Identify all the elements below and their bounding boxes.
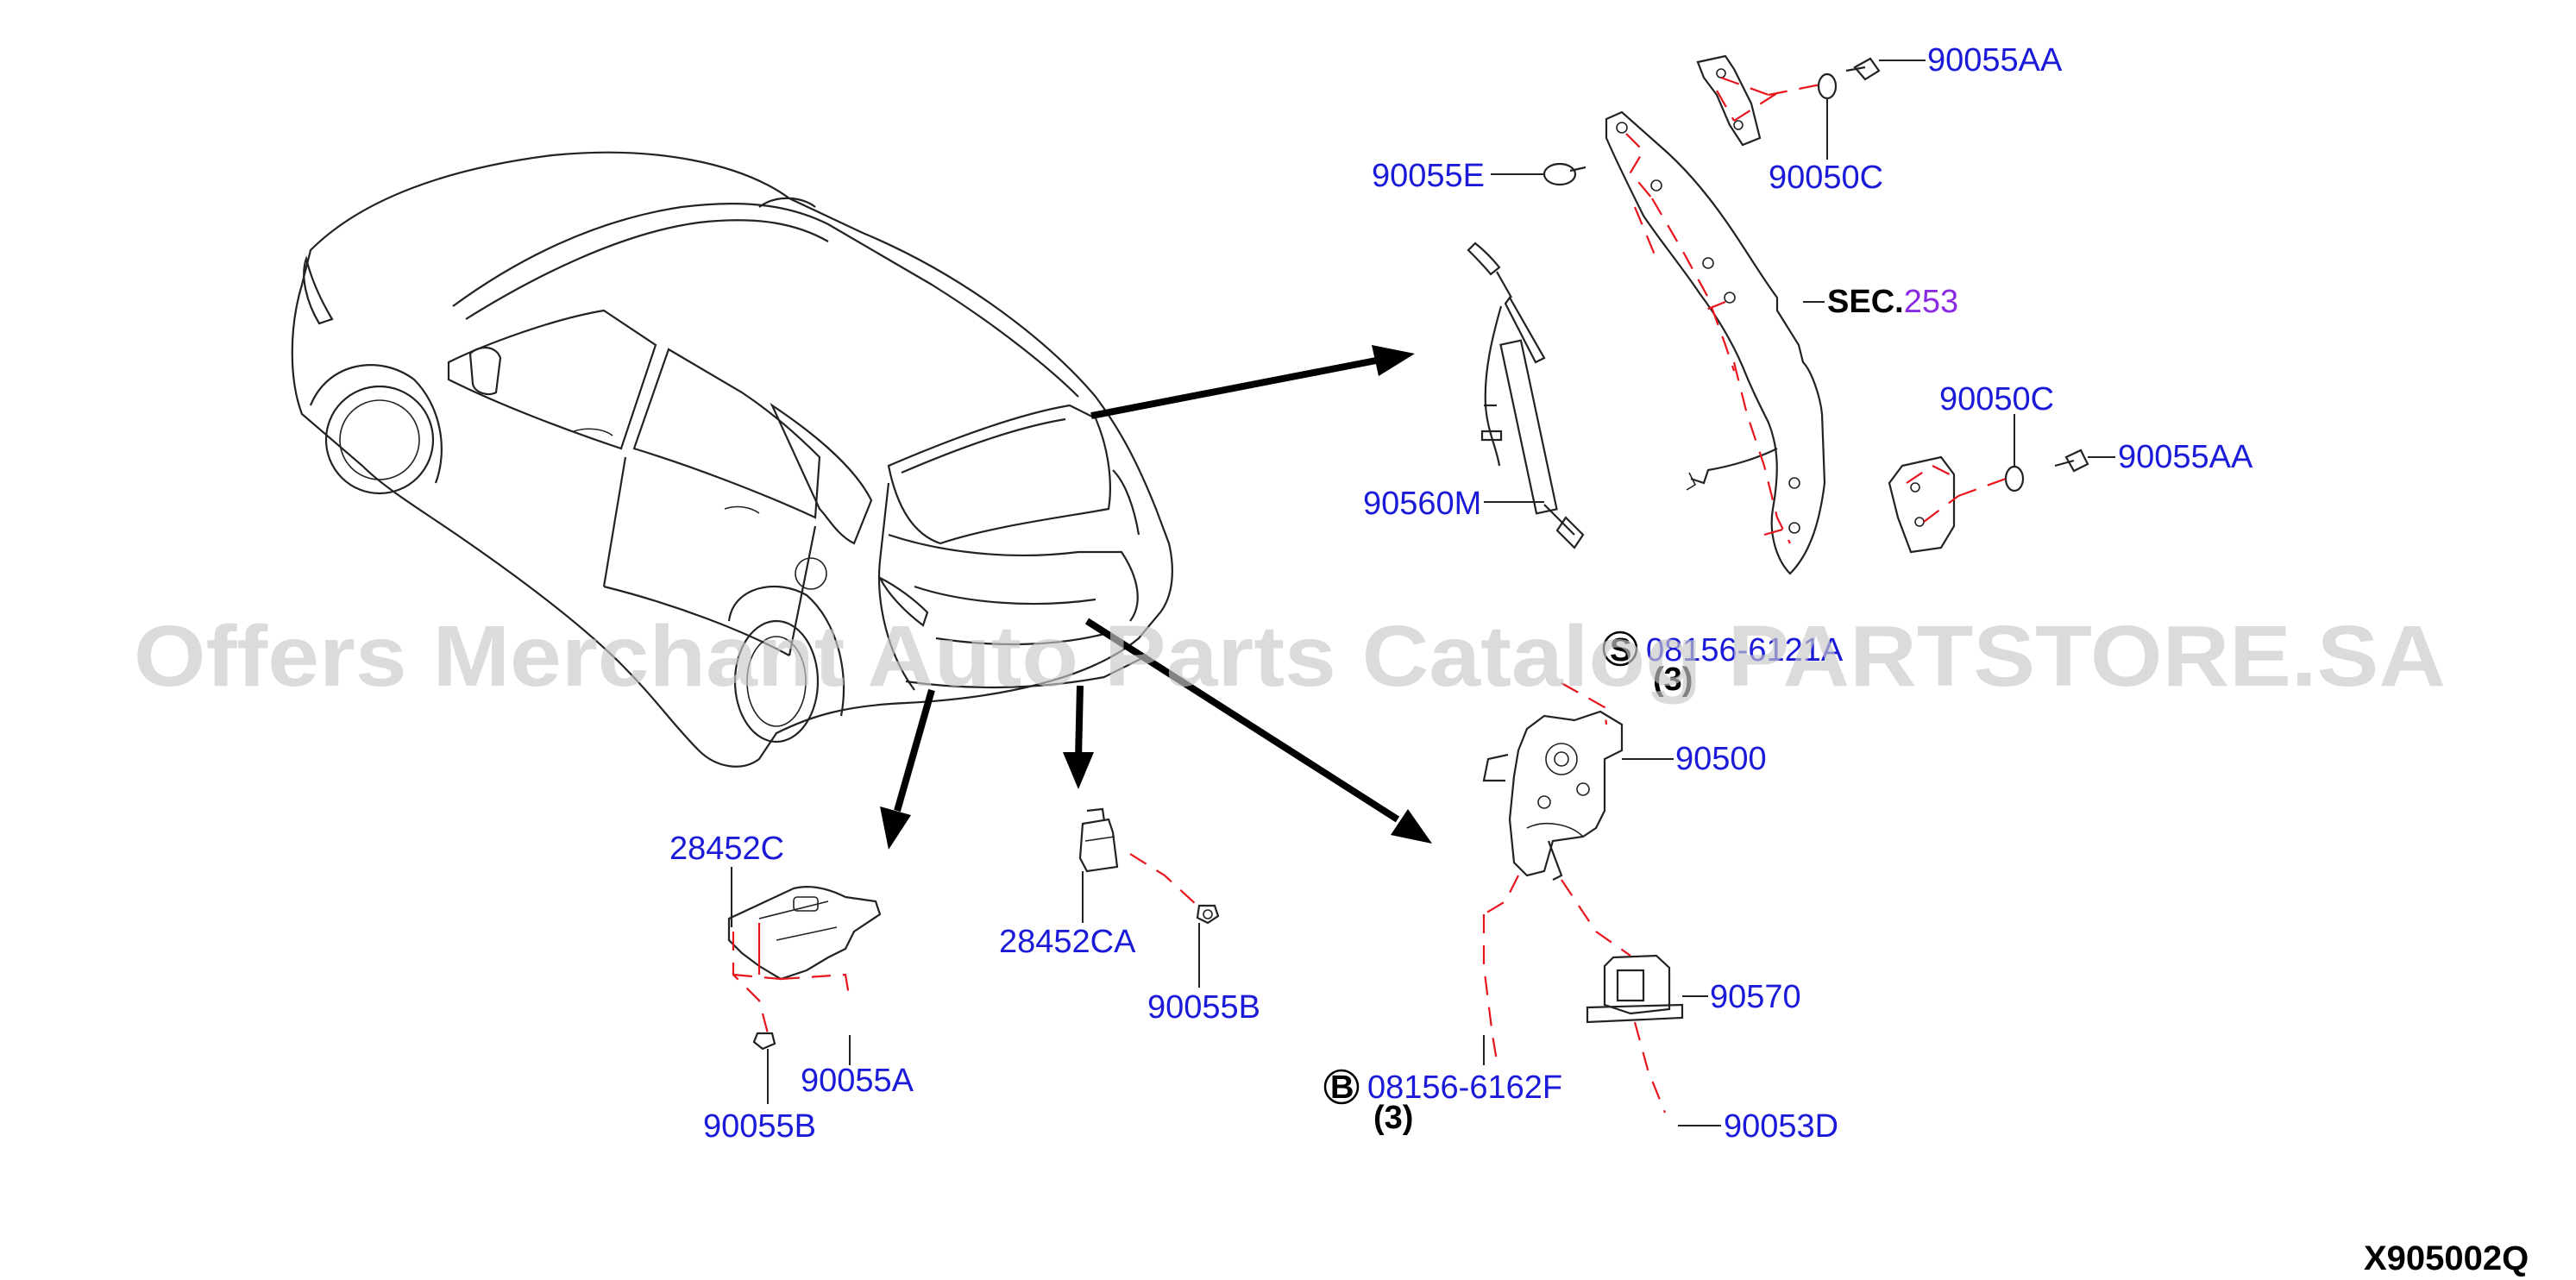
label-28452C[interactable]: 28452C — [669, 831, 784, 867]
label-90055AA-mid[interactable]: 90055AA — [2118, 439, 2253, 475]
washer-icon — [1817, 72, 2025, 493]
part-labels: 90055AA 90050C 90055E 90560M 90050C 9005… — [669, 42, 2253, 1145]
clip-icon — [1542, 162, 1586, 186]
pointer-arrows — [880, 345, 1432, 850]
label-90055B-low[interactable]: 90055B — [703, 1108, 816, 1145]
label-90500[interactable]: 90500 — [1675, 741, 1767, 777]
bolt-icon — [1845, 57, 2089, 473]
s-ref-part: 08156-6121A — [1646, 632, 1844, 668]
bracket-icon — [1696, 54, 1956, 554]
label-28452CA[interactable]: 28452CA — [999, 924, 1136, 960]
label-90055B-mid[interactable]: 90055B — [1147, 989, 1260, 1026]
section-number: 253 — [1904, 284, 1958, 320]
label-90050C-mid[interactable]: 90050C — [1939, 381, 2054, 417]
bracket-icon — [1078, 807, 1119, 873]
b-badge-letter: B — [1330, 1070, 1354, 1106]
leader-lines — [731, 60, 2115, 1126]
s-badge-letter: S — [1610, 632, 1631, 668]
svg-text:SEC.253: SEC.253 — [1827, 284, 1958, 320]
label-90055A[interactable]: 90055A — [801, 1063, 914, 1099]
ref-B[interactable]: B 08156-6162F (3) — [1323, 1069, 1562, 1136]
label-90050C-top[interactable]: 90050C — [1769, 160, 1883, 196]
striker-icon — [1586, 954, 1684, 1024]
b-badge-icon — [1323, 1069, 1360, 1105]
label-90055E[interactable]: 90055E — [1372, 158, 1485, 194]
vehicle-outline-icon — [291, 151, 1173, 768]
label-90570[interactable]: 90570 — [1710, 979, 1801, 1015]
label-90560M[interactable]: 90560M — [1363, 486, 1481, 522]
b-ref-qty: (3) — [1373, 1100, 1413, 1136]
bracket-icon — [727, 885, 882, 981]
nut-icon — [752, 1032, 776, 1051]
nut-icon — [1196, 904, 1220, 925]
label-90053D[interactable]: 90053D — [1724, 1108, 1838, 1145]
diagram-code: X905002Q — [2364, 1239, 2529, 1277]
back-door-lock-icon — [1482, 710, 1624, 881]
section-prefix: SEC. — [1827, 284, 1904, 320]
hinge-icon — [1605, 110, 1826, 575]
label-90055AA-top[interactable]: 90055AA — [1927, 42, 2063, 78]
s-badge-icon — [1602, 631, 1638, 667]
assembly-lines — [732, 76, 2007, 1114]
b-ref-part: 08156-6162F — [1367, 1070, 1562, 1106]
watermark: Offers Merchant Auto Parts Catalog PARTS… — [134, 608, 2446, 705]
ref-S[interactable]: S 08156-6121A (3) — [1602, 631, 1844, 698]
section-ref-253[interactable]: SEC.253 — [1827, 284, 1958, 320]
gas-stay-icon — [1467, 242, 1585, 549]
s-ref-qty: (3) — [1653, 662, 1693, 698]
